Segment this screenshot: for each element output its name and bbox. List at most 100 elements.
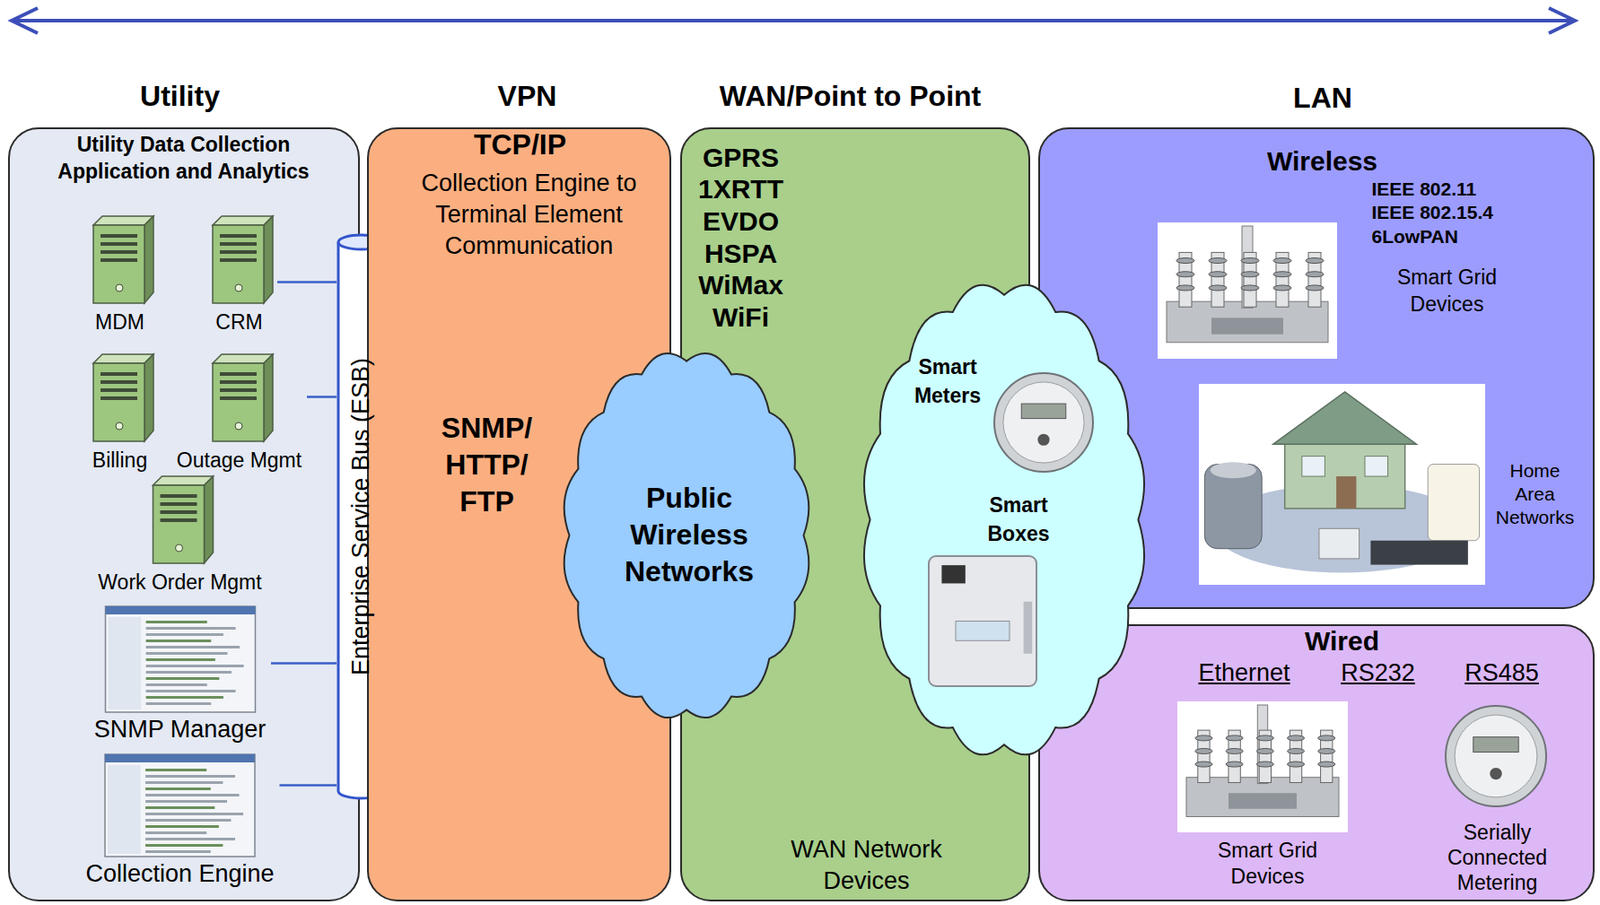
- column-heading: WAN/Point to Point: [680, 78, 1022, 114]
- screenshot-sidebar: [107, 617, 141, 710]
- insulator-disc: [1273, 271, 1292, 277]
- network-cloud: Public Wireless Networks: [556, 341, 817, 730]
- server-slot: [219, 396, 257, 401]
- server-front: [153, 485, 205, 564]
- screenshot-row: [145, 627, 236, 630]
- server-slot: [100, 380, 138, 385]
- server-slot: [219, 234, 257, 238]
- insulator-disc: [1317, 748, 1335, 754]
- screenshot-row: [145, 787, 211, 791]
- meter-housing: [994, 373, 1093, 473]
- interface-name: RS232: [1328, 658, 1428, 688]
- insulator-disc: [1256, 748, 1274, 754]
- insulator-disc: [1256, 761, 1274, 768]
- meter-face: [1454, 715, 1538, 798]
- protocol-list: SNMP/ HTTP/ FTP: [430, 410, 543, 521]
- illustration-group: [104, 754, 255, 857]
- screenshot-row: [145, 838, 236, 841]
- in-home-display: [1427, 463, 1479, 541]
- server-slot: [100, 234, 138, 238]
- server-slot: [160, 518, 198, 523]
- insulator-disc: [1225, 761, 1243, 768]
- device-label: Smart Boxes: [973, 490, 1064, 549]
- photo-ground: [1157, 222, 1338, 359]
- image-caption: Serially Connected Metering: [1439, 820, 1557, 896]
- app-screenshot: Collection Engine: [80, 754, 280, 889]
- icon-label: Collection Engine: [80, 859, 280, 889]
- insulator-disc: [1286, 748, 1304, 754]
- server-button: [115, 422, 123, 430]
- meter-port: [1037, 434, 1050, 446]
- illustration-group: [1177, 701, 1547, 833]
- screenshot-frame: [104, 606, 255, 713]
- server-slot: [219, 242, 257, 246]
- set-top-box: [1370, 540, 1468, 565]
- insulator-disc: [1305, 257, 1324, 263]
- screenshot-row: [145, 639, 211, 643]
- server-slot: [100, 250, 138, 254]
- server-slot: [160, 494, 198, 499]
- house-window: [1364, 455, 1389, 476]
- insulator-disc: [1305, 284, 1324, 290]
- server-side: [263, 216, 273, 304]
- server-button: [115, 284, 123, 292]
- server-top: [212, 354, 273, 364]
- thermostat: [1318, 528, 1359, 560]
- server-top: [93, 216, 154, 226]
- illustration-group: [153, 476, 214, 564]
- screenshot-row: [145, 819, 231, 822]
- server-top: [93, 354, 154, 364]
- insulator-disc: [1176, 257, 1195, 263]
- screenshot-row: [145, 652, 228, 656]
- server-slot: [160, 510, 198, 515]
- node-illustration: [855, 270, 1154, 770]
- server-slot: [219, 388, 257, 393]
- server-button: [175, 544, 184, 552]
- panel-title: Utility Data Collection Application and …: [35, 131, 333, 185]
- server-slot: [100, 242, 138, 246]
- insulator-disc: [1225, 734, 1243, 741]
- cloud-label: Public Wireless Networks: [599, 480, 779, 591]
- server-icon: CRM: [201, 216, 278, 335]
- server-slot: [219, 258, 257, 263]
- screenshot-titlebar: [104, 606, 255, 615]
- screenshot-row: [145, 769, 207, 772]
- panel-description: Collection Engine to Terminal Element Co…: [394, 167, 665, 263]
- server-button: [235, 284, 243, 292]
- image-caption: Home Area Networks: [1490, 459, 1581, 530]
- technology-list: GPRS 1XRTT EVDO HSPA WiMax WiFi: [684, 141, 798, 334]
- insulator-disc: [1317, 734, 1335, 741]
- screenshot-row: [145, 850, 211, 854]
- interface-name: RS485: [1452, 658, 1552, 688]
- icon-label: MDM: [82, 309, 158, 335]
- screenshot-frame: [104, 754, 255, 857]
- panel-title: Wired: [1252, 626, 1433, 657]
- screenshot-row: [145, 825, 219, 829]
- server-side: [144, 216, 154, 304]
- utility-panel: UtilityUtility Data Collection Applicati…: [8, 127, 360, 902]
- insulator-disc: [1241, 257, 1260, 263]
- box-latch: [1023, 602, 1033, 655]
- insulator-disc: [1176, 271, 1195, 277]
- bus-connector: [271, 662, 337, 665]
- server-slot: [219, 250, 257, 254]
- screenshot-row: [145, 671, 231, 674]
- screenshot-sidebar: [107, 765, 141, 855]
- screenshot-row: [145, 677, 219, 681]
- screenshot-row: [145, 794, 239, 797]
- app-screenshot: SNMP Manager: [89, 606, 272, 744]
- screenshot-row: [145, 683, 207, 687]
- insulator-disc: [1194, 748, 1212, 754]
- server-front: [212, 225, 264, 304]
- illustration-group: [93, 354, 154, 442]
- insulator-disc: [1305, 271, 1324, 277]
- server-top: [153, 476, 214, 486]
- server-front: [93, 225, 145, 304]
- photo-ground: [1177, 701, 1348, 833]
- photo-ground: [1198, 384, 1486, 586]
- bus-connector: [306, 395, 337, 399]
- screenshot-row: [145, 658, 215, 662]
- equipment-tank: [1211, 317, 1284, 334]
- server-slot: [100, 388, 138, 393]
